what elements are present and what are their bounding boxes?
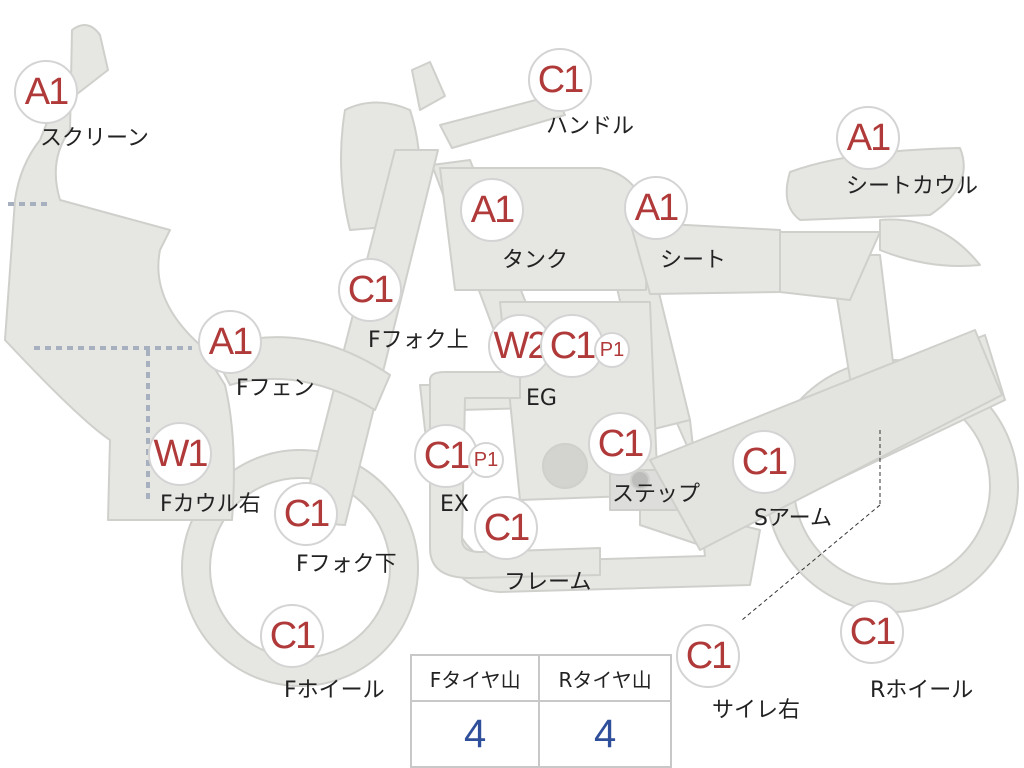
- grade-badge-engine-3: P1: [594, 332, 630, 368]
- part-label-handle: ハンドル: [546, 114, 635, 139]
- part-label-screen: スクリーン: [40, 126, 149, 151]
- grade-badge-step: C1: [588, 412, 652, 476]
- grade-badge-seat: A1: [624, 176, 688, 240]
- front-tire-tread-value: 4: [409, 700, 541, 768]
- part-label-seat: シート: [660, 248, 727, 273]
- grade-badge-handle: C1: [528, 48, 592, 112]
- grade-badge-seat-cowl: A1: [836, 106, 900, 170]
- grade-badge-front-wheel: C1: [260, 604, 324, 668]
- part-label-rear-wheel: Rホイール: [870, 678, 974, 703]
- front-tire-tread-header: Fタイヤ山: [409, 654, 541, 702]
- grade-badge-front-fender: A1: [198, 310, 262, 374]
- part-label-fork-lower: Fフォク下: [296, 552, 397, 577]
- seat-cowl-fin-shape: [879, 218, 981, 267]
- rear-tire-tread-value: 4: [538, 700, 672, 768]
- grade-badge-exhaust-1: C1: [414, 424, 478, 488]
- grade-badge-front-cowl-right: W1: [148, 422, 212, 486]
- grade-badge-muffler-right: C1: [676, 624, 740, 688]
- engine-cover-shape: [542, 443, 588, 489]
- grade-badge-fork-lower: C1: [274, 482, 338, 546]
- part-label-front-wheel: Fホイール: [284, 678, 385, 703]
- fork-shape: [299, 149, 439, 526]
- part-label-seat-cowl: シートカウル: [846, 174, 979, 199]
- tire-tread-table: Fタイヤ山 Rタイヤ山 4 4: [409, 654, 672, 768]
- part-label-frame: フレーム: [504, 570, 592, 595]
- grade-badge-rear-wheel: C1: [840, 600, 904, 664]
- part-label-engine: EG: [526, 386, 557, 411]
- front-cowl-shape: [4, 24, 235, 521]
- muffler-shape: [649, 329, 1003, 551]
- grade-badge-engine-2: C1: [540, 314, 604, 378]
- part-label-fork-upper: Fフォク上: [368, 328, 469, 353]
- grade-badge-swingarm: C1: [732, 430, 796, 494]
- handlebar-shape: [439, 94, 566, 149]
- rear-tire-tread-header: Rタイヤ山: [538, 654, 672, 702]
- exhaust-shape: [429, 371, 601, 579]
- grade-badge-screen: A1: [14, 60, 78, 124]
- grade-badge-tank: A1: [460, 178, 524, 242]
- grade-badge-fork-upper: C1: [338, 258, 402, 322]
- part-label-step: ステップ: [612, 482, 701, 507]
- grade-badge-frame: C1: [474, 496, 538, 560]
- grade-badge-exhaust-2: P1: [468, 442, 504, 478]
- part-label-tank: タンク: [502, 248, 569, 273]
- part-label-front-cowl-right: Fカウル右: [160, 492, 261, 517]
- part-label-swingarm: Sアーム: [754, 506, 832, 531]
- part-label-exhaust: EX: [440, 492, 469, 517]
- grade-badge-engine-1: W2: [488, 314, 552, 378]
- part-label-muffler-right: サイレ右: [712, 698, 801, 723]
- part-label-front-fender: Fフェン: [236, 376, 315, 401]
